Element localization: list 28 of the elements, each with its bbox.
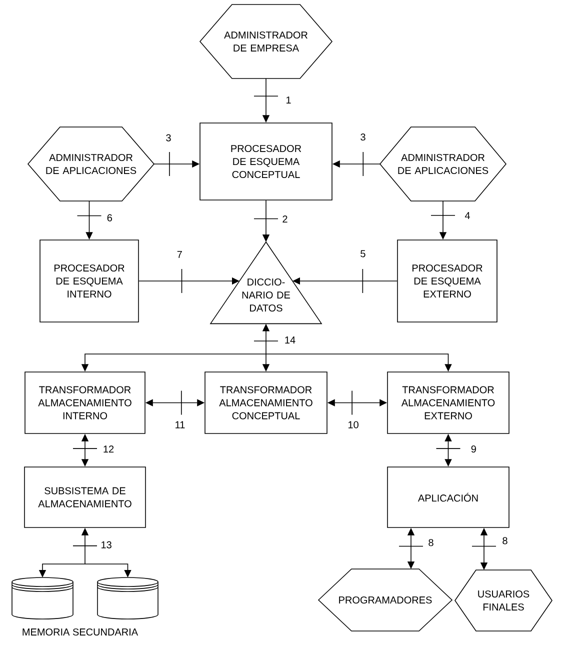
process-box: PROCESADOR DE ESQUEMA CONCEPTUAL [200, 122, 332, 200]
edge-label: 6 [106, 213, 114, 222]
edge-label: 13 [100, 540, 113, 550]
disk-cylinder [12, 577, 74, 620]
edge-label: 10 [346, 420, 360, 430]
edge-label: 14 [283, 336, 297, 344]
edge-label: 3 [164, 133, 172, 142]
process-box: TRANSFORMADOR ALMACENAMIENTO CONCEPTUAL [204, 372, 328, 434]
process-box: APLICACIÓN [387, 466, 510, 528]
edge-label: 7 [176, 250, 184, 259]
edge-label: 4 [464, 211, 472, 220]
edge-label: 3 [359, 132, 367, 142]
edge-label: 9 [470, 444, 478, 454]
edge-label: 5 [359, 249, 367, 258]
edge-label: 1 [284, 96, 292, 104]
hexagon: USUARIOS FINALES [454, 570, 552, 632]
process-box: TRANSFORMADOR ALMACENAMIENTO EXTERNO [387, 372, 510, 434]
edge-label: 11 [174, 420, 186, 430]
process-box: PROCESADOR DE ESQUEMA EXTERNO [397, 240, 498, 322]
process-box: PROCESADOR DE ESQUEMA INTERNO [40, 240, 139, 322]
edge-label: 8 [501, 536, 509, 546]
edge-label: 2 [281, 214, 289, 224]
caption: MEMORIA SECUNDARIA [22, 628, 138, 636]
edge-label: 12 [102, 444, 116, 454]
process-box: TRANSFORMADOR ALMACENAMIENTO INTERNO [24, 372, 146, 434]
disk-cylinder [97, 577, 158, 620]
process-box: SUBSISTEMA DE ALMACENAMIENTO [24, 466, 146, 528]
edge-label: 8 [427, 538, 435, 548]
